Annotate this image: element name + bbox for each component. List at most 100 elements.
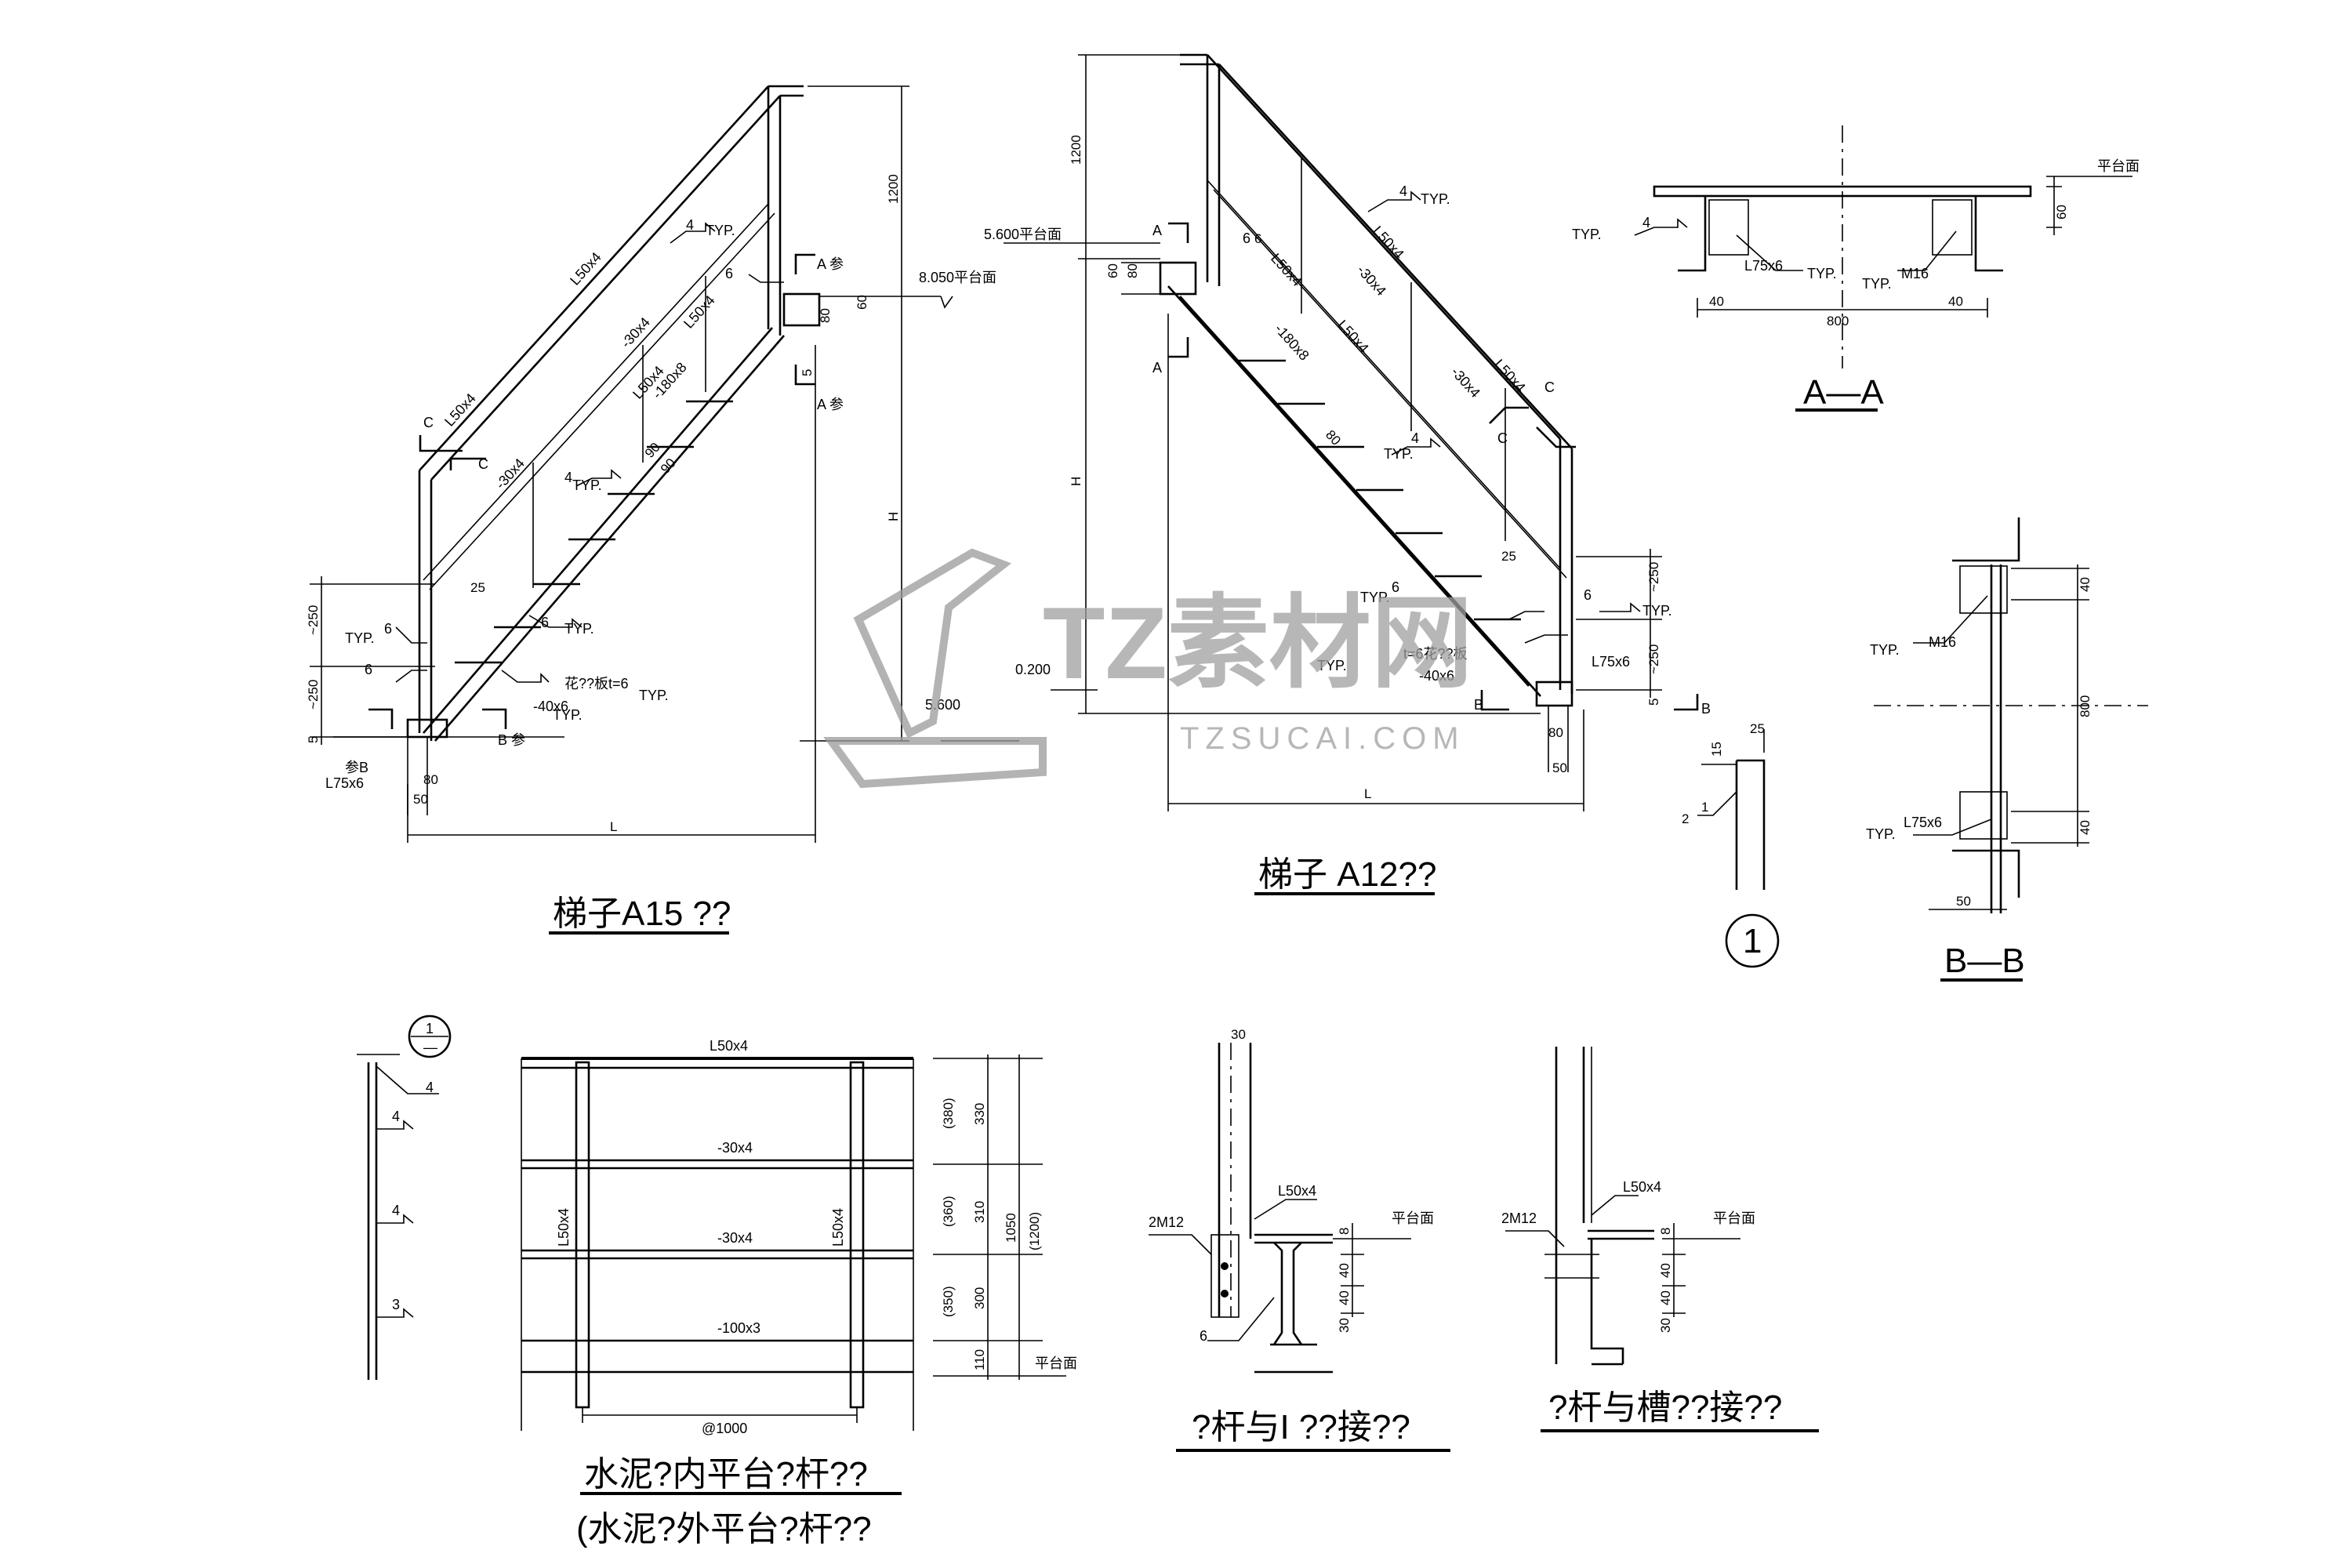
ladder-a12-dim-h: H [1069,477,1083,486]
railing-side-marker-top: 1 [426,1021,434,1036]
ladder-a12-label-30x4-a: -30x4 [1354,262,1389,299]
watermark: TZ素材网 TZSUCAI.COM [823,548,1473,789]
ladder-a15-weld-4-a: 4 [686,217,694,233]
ladder-a15-label-l75x6: L75x6 [325,775,364,791]
ladder-a12-label-l75x6: L75x6 [1592,654,1630,670]
railing-dim-110: 110 [972,1349,987,1370]
ladder-a15-platform-elev: 8.050平台面 [919,270,996,285]
section-bb-dim-40-b: 40 [2078,820,2092,835]
ladder-a15-weld-6-c: 6 [365,662,372,677]
ladder-a12-dim-l: L [1364,786,1371,801]
section-aa-dim-40-a: 40 [1709,294,1724,309]
ladder-a15-sec-a-top: A 参 [817,256,844,272]
section-aa-dim-40-b: 40 [1948,294,1963,309]
watermark-logo-text: TZ素材网 [1043,586,1473,700]
railing-mid-rail-a: -30x4 [717,1140,753,1156]
railing-side-marker [408,1014,452,1058]
railing-side-weld-4: 3 [392,1297,400,1312]
railing-elevation-subtitle: (水泥?外平台?杆?? [576,1510,872,1548]
ladder-a15-typ-d: TYP. [564,621,594,637]
detail-1-dim-25: 25 [1750,721,1765,736]
detail-1-weld-1: 1 [1701,800,1708,815]
ladder-a15-dim-1200: 1200 [886,174,901,204]
i-beam-dim-30: 30 [1231,1027,1246,1042]
railing-platform: 平台面 [1035,1356,1077,1371]
section-bb-dim-40-a: 40 [2078,577,2092,592]
ladder-a12-weld-4-b: 4 [1411,430,1419,446]
ladder-a15-dim-250-a: ~250 [306,605,321,635]
channel-dim-40-b: 40 [1658,1290,1673,1305]
railing-side-view: 1 — 4 4 4 3 [357,1014,452,1380]
ladder-a12-sec-a-top: A [1152,223,1162,238]
section-aa-typ-b: TYP. [1807,266,1837,281]
ladder-a12-dim-6: 6 [1254,231,1261,246]
section-aa-typ-a: TYP. [1572,227,1602,242]
railing-side-weld-2: 4 [392,1109,400,1124]
ladder-a12-typ-b: TYP. [1384,446,1414,462]
ladder-a15-label-40x6: -40x6 [533,699,568,714]
ladder-a15-typ-b: TYP. [572,477,602,493]
ladder-a12-dim-5: 5 [1646,699,1661,706]
railing-top-rail: L50x4 [710,1038,748,1054]
section-aa-angle: L75x6 [1744,258,1783,274]
ladder-a12-weld-4-a: 4 [1399,183,1407,199]
railing-dim-360: (360) [941,1196,956,1227]
railing-post-right: L50x4 [830,1208,846,1247]
i-beam-title: ?杆与I ??接?? [1192,1408,1410,1446]
detail-1-weld-2: 2 [1682,811,1689,826]
ladder-a12-typ-a: TYP. [1421,191,1450,207]
ladder-a15-dim-80b: 80 [818,308,833,323]
railing-elevation-view: L50x4 -30x4 -30x4 -100x3 L50x4 L50x4 @10… [521,1038,1077,1548]
i-beam-dim-30b: 30 [1337,1318,1352,1333]
ladder-a12-sec-b-right: B [1701,701,1711,717]
ladder-a15-title: 梯子A15 ?? [553,895,731,933]
ladder-a15-dim-5: 5 [306,736,321,743]
channel-dim-40-a: 40 [1658,1263,1673,1278]
i-beam-dim-8: 8 [1337,1228,1352,1235]
section-bb-bolt: M16 [1929,634,1956,650]
section-aa-typ-c: TYP. [1862,276,1892,292]
section-aa-dim-60: 60 [2054,205,2069,220]
channel-platform: 平台面 [1713,1210,1755,1226]
ladder-a15-sec-b-left: 参B [345,760,368,775]
section-bb-title: B—B [1944,942,2025,980]
ladder-a15-dim-5b: 5 [800,369,815,376]
railing-dim-350: (350) [941,1286,956,1317]
railing-side-weld-3: 4 [392,1203,400,1218]
section-bb-typ-b: TYP. [1866,826,1896,842]
ladder-a12-platform-elev: 5.600平台面 [984,227,1062,242]
ladder-a12-typ-d: TYP. [1642,603,1672,619]
section-bb-dim-50: 50 [1956,894,1971,909]
railing-dim-330: 330 [972,1103,987,1125]
ladder-a12-label-l50x4-a: L50x4 [1370,223,1407,262]
section-bb-angle: L75x6 [1904,815,1942,830]
railing-toe-board: -100x3 [717,1320,760,1336]
watermark-sub-text: TZSUCAI.COM [1180,721,1465,756]
ladder-a15-dim-h: H [886,512,901,521]
i-beam-angle: L50x4 [1278,1183,1316,1199]
ladder-a12-typ-c: TYP. [1360,590,1390,605]
section-aa-platform: 平台面 [2097,158,2140,174]
ladder-a15-sec-c-right: C [478,456,488,472]
ladder-a12-dim-80b: 80 [1323,427,1344,448]
ladder-a12-weld-6-b: 6 [1392,579,1399,595]
railing-channel-view: L50x4 2M12 平台面 8 40 40 30 ?杆与槽??接?? [1501,1047,1819,1432]
section-aa-bolt: M16 [1901,266,1929,281]
ladder-a15-dim-80: 80 [423,772,438,787]
ladder-a15-sec-b-right: B 参 [498,732,525,748]
i-beam-weld: 6 [1200,1328,1207,1344]
ladder-a12-weld-6-a: 6 [1243,230,1250,246]
ladder-a12-dim-250-b: ~250 [1646,644,1661,674]
watermark-logo-icon [853,548,1012,739]
channel-dim-8: 8 [1658,1228,1673,1235]
ladder-a15-dim-250-b: ~250 [306,680,321,710]
ladder-a12-typ-e: TYP. [1317,658,1347,673]
ladder-a15-dim-25: 25 [470,580,485,595]
ladder-a15-view: L50x4 L50x4 L50x4 L50x4 -30x4 -30x4 -180… [306,85,996,935]
ladder-a15-typ-a: TYP. [706,223,735,238]
channel-bolts: 2M12 [1501,1210,1537,1226]
railing-side-marker-bottom: — [423,1040,437,1055]
i-beam-bolts: 2M12 [1149,1214,1184,1230]
channel-angle: L50x4 [1623,1179,1661,1195]
ladder-a12-label-checker-plate: t=6花??板 [1403,646,1468,662]
